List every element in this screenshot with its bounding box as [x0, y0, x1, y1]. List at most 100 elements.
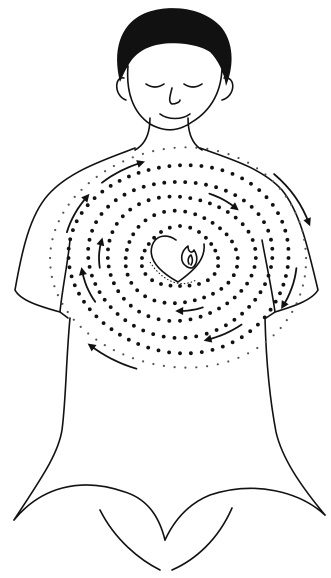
spiral-dot [206, 278, 210, 282]
spiral-dot [169, 284, 173, 288]
spiral-dot [210, 166, 214, 170]
spiral-dot [231, 340, 235, 344]
spiral-dot [233, 318, 237, 322]
spiral-dot [118, 179, 122, 183]
spiral-dot [58, 220, 60, 222]
spiral-arrow-shaft [274, 174, 309, 223]
spiral-dot [254, 256, 258, 260]
spiral-dot [198, 199, 202, 203]
spiral-dot [265, 341, 267, 343]
spiral-dot [122, 353, 124, 355]
hair [117, 8, 232, 86]
spiral-dot [257, 212, 261, 216]
spiral-dot [276, 211, 280, 215]
spiral-dot [57, 294, 59, 296]
spiral-dot [128, 208, 132, 212]
spiral-dot [168, 226, 172, 230]
spiral-dot [68, 265, 72, 269]
spiral-dot [233, 296, 237, 300]
spiral-dot [273, 334, 275, 336]
spiral-dot [112, 281, 116, 285]
spiral-dot [211, 221, 215, 225]
spiral-dot [256, 167, 258, 169]
spiral-dot [122, 297, 126, 301]
spiral-dot [159, 230, 163, 234]
spiral-dot [247, 352, 249, 354]
spiral-dot [230, 240, 234, 244]
spiral-dot [129, 281, 133, 285]
spiral-dot [240, 177, 244, 181]
spiral-arrow-head [79, 267, 87, 276]
spiral-dot [270, 247, 274, 251]
spiral-dot [157, 196, 161, 200]
spiral-dot [200, 164, 204, 168]
spiral-arrow-shaft [90, 345, 136, 369]
spiral-dot [86, 256, 90, 260]
spiral-dot [184, 367, 186, 369]
spiral-dot [80, 211, 84, 215]
spiral-dot [213, 249, 217, 253]
spiral-dot [106, 256, 110, 260]
spiral-dot [183, 300, 187, 304]
spiral-dot [104, 344, 106, 346]
spiral-dot [94, 220, 98, 224]
spiral-dot [162, 210, 166, 214]
spiral-dot [231, 172, 235, 176]
spiral-dot [216, 264, 220, 268]
spiral-dot [251, 238, 255, 242]
spiral-dot [280, 327, 282, 329]
spiral-arrow-head [97, 238, 105, 247]
spiral-dot [50, 247, 52, 249]
spiral-dot [132, 156, 134, 158]
spiral-dot [183, 180, 187, 184]
spiral-dot [109, 305, 113, 309]
spiral-dot [304, 248, 306, 250]
spiral-dot [157, 166, 161, 170]
spiral-dot [162, 181, 166, 185]
flame-inner [188, 255, 192, 265]
spiral-dot [227, 281, 231, 285]
spiral-dot [262, 220, 266, 224]
spiral-dot [278, 291, 282, 295]
spiral-dot [217, 363, 219, 365]
spiral-dot [193, 212, 197, 216]
spiral-dot [299, 293, 301, 295]
spiral-dot [173, 336, 177, 340]
spiral-dot [131, 232, 135, 236]
spiral-dot [132, 188, 136, 192]
spiral-dot [206, 365, 208, 367]
spiral-dot [147, 314, 151, 318]
spiral-dot [127, 175, 131, 179]
heart-center [150, 236, 204, 284]
spiral-dot [147, 242, 151, 246]
spiral-dot [142, 153, 144, 155]
spiral-dot [280, 220, 284, 224]
spiral-dot [204, 183, 208, 187]
spiral-dot [109, 273, 113, 277]
spiral-dot [88, 307, 92, 311]
spiral-dot [221, 168, 225, 172]
spiral-dot [286, 265, 290, 269]
spiral-dot [68, 237, 72, 241]
energy-spiral [49, 146, 307, 369]
spiral-dot [217, 150, 219, 152]
spiral-dot [124, 264, 128, 268]
spiral-dot [183, 210, 187, 214]
spiral-dot [157, 349, 161, 353]
spiral-dot [199, 315, 203, 319]
spiral-dot [263, 316, 267, 320]
spiral-dot [67, 311, 69, 313]
spiral-dot [90, 229, 94, 233]
spiral-dot [106, 248, 110, 252]
spiral-dot [232, 273, 236, 277]
spiral-dot [168, 164, 172, 168]
spiral-dot [104, 170, 106, 172]
spiral-dot [242, 199, 246, 203]
spiral-dot [116, 289, 120, 293]
spiral-dot [86, 247, 90, 251]
spiral-dot [206, 148, 208, 150]
spiral-dot [95, 339, 97, 341]
spiral-dot [88, 238, 92, 242]
spiral-dot [257, 188, 261, 192]
spiral-dot [135, 288, 139, 292]
